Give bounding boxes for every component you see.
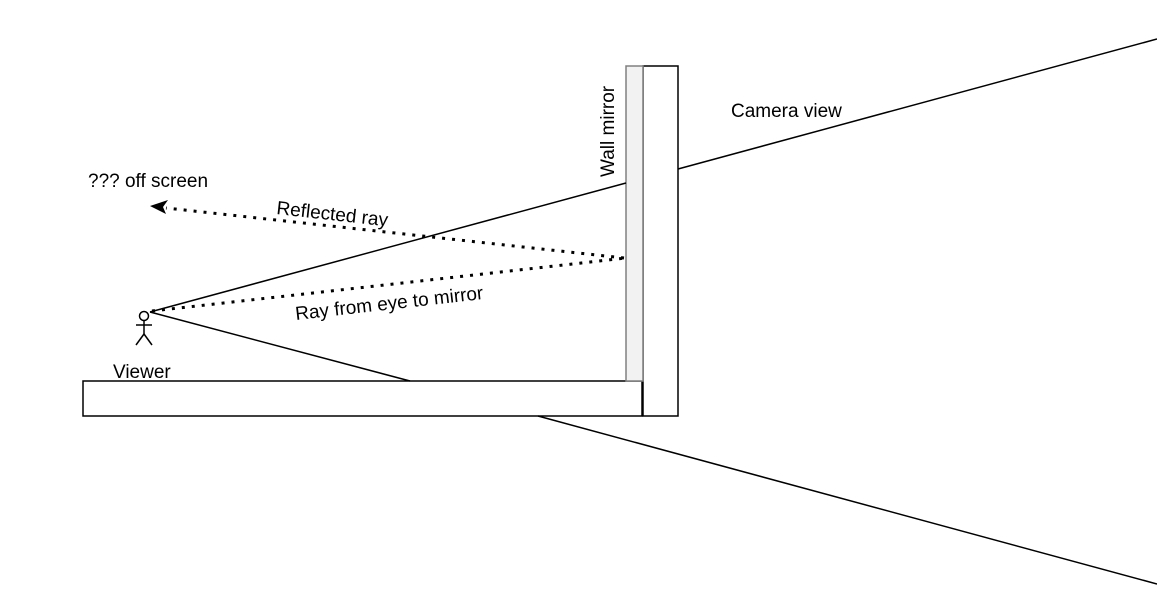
stick-figure-icon [135,310,153,346]
wall-mirror [625,65,644,382]
reflected-ray-label: Reflected ray [275,198,389,231]
off-screen-label: ??? off screen [88,171,208,192]
camera-view-lower-line-extended [537,415,1157,585]
arrowhead-icon [150,200,168,214]
camera-view-label: Camera view [731,101,842,122]
floor [82,380,643,417]
wall-mirror-label: Wall mirror [598,85,619,177]
wall [642,65,679,417]
viewer-label: Viewer [113,362,171,383]
ray-eye-to-mirror-label: Ray from eye to mirror [294,283,485,325]
reflected-ray [165,206,625,260]
camera-view-lower-line [149,311,411,382]
camera-view-upper-line [149,182,627,313]
camera-view-upper-line-extended [677,38,1157,170]
